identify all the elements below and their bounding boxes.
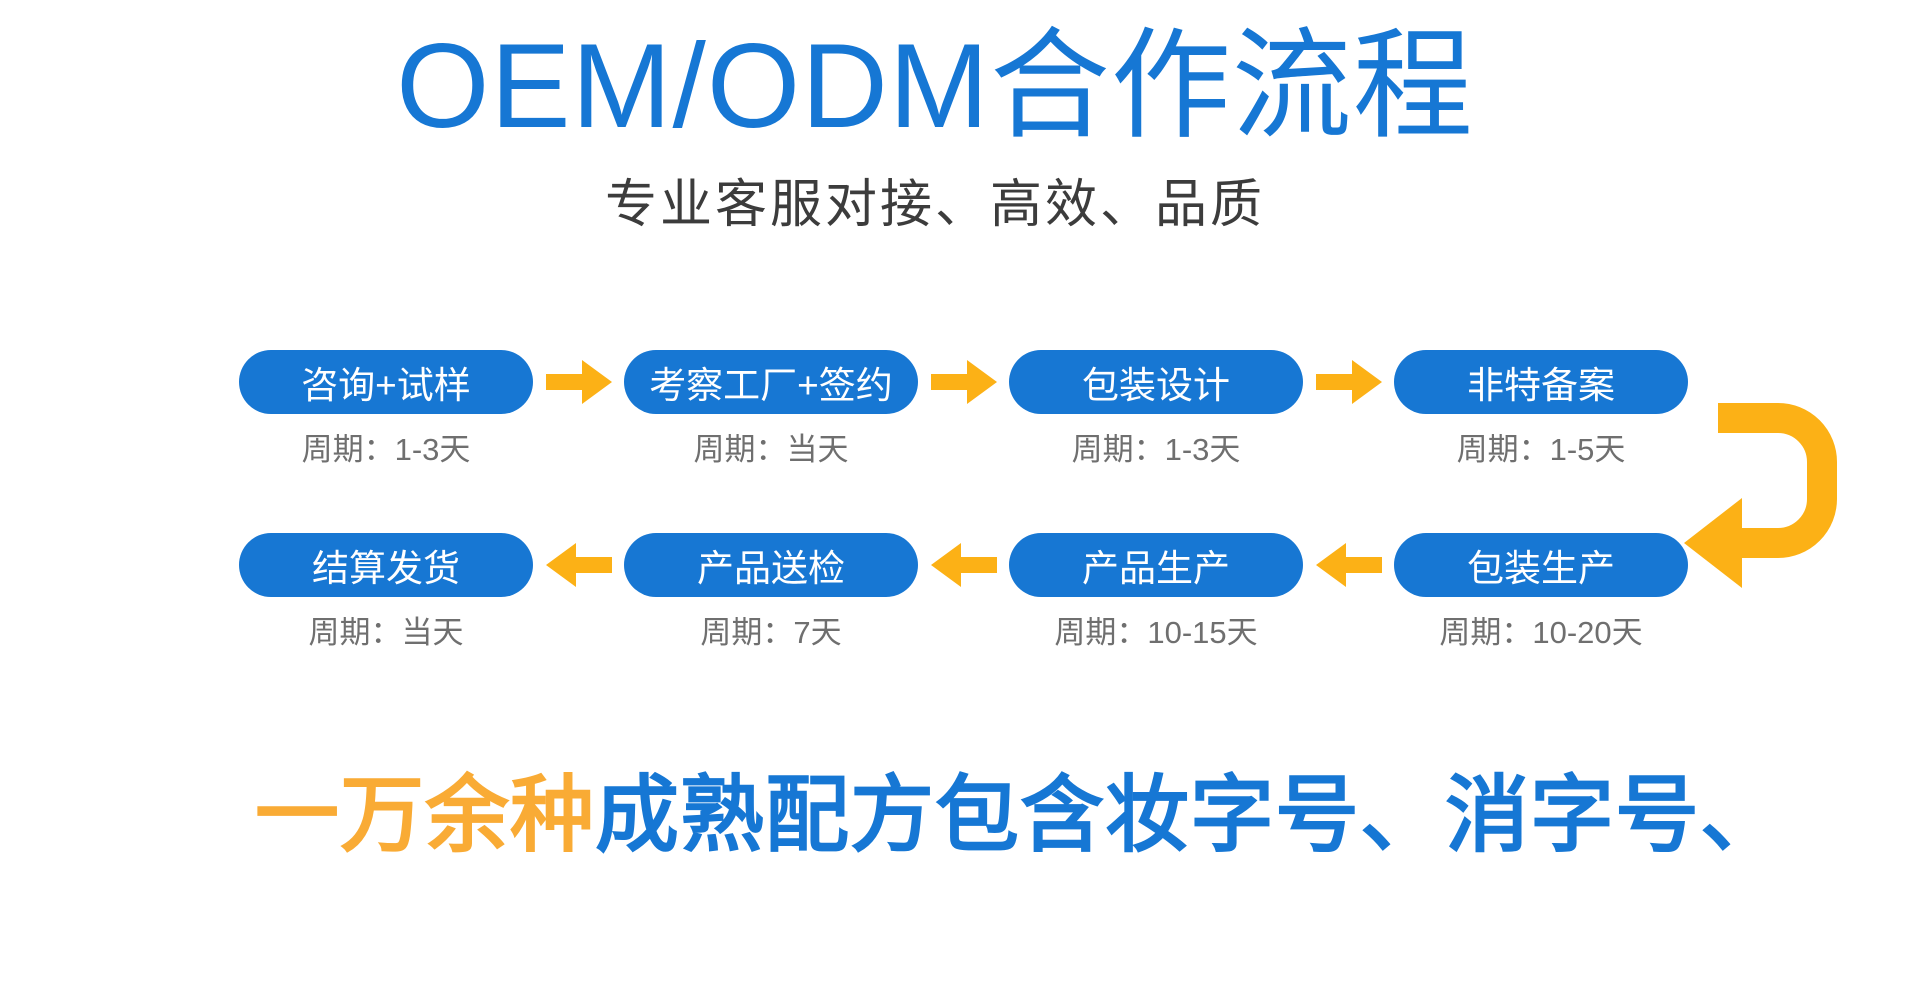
cycle-row-2: 周期：当天 周期：7天 周期：10-15天 周期：10-20天 — [239, 607, 1688, 652]
step-product-production: 产品生产 — [1009, 533, 1303, 597]
step-label: 非特备案 — [1467, 365, 1615, 406]
spacer — [1303, 424, 1394, 469]
tagline-rest: 成熟配方包含妆字号、消字号、 — [595, 768, 1786, 862]
step-label: 考察工厂+签约 — [649, 365, 893, 406]
spacer — [918, 424, 1009, 469]
step-label: 包装设计 — [1082, 365, 1230, 406]
page-subtitle: 专业客服对接、高效、品质 — [604, 176, 1265, 234]
flow-row-2: 结算发货 产品送检 产品生产 包装生产 — [239, 533, 1688, 597]
spacer — [918, 607, 1009, 652]
page-title: OEM/ODM合作流程 — [396, 19, 1474, 153]
arrow-left-icon — [533, 533, 624, 597]
cycle-label: 周期：当天 — [693, 432, 849, 467]
step-label: 咨询+试样 — [301, 365, 471, 406]
arrow-left-icon — [918, 533, 1009, 597]
cycle-label: 周期：1-3天 — [301, 432, 471, 467]
spacer — [533, 424, 624, 469]
step-factory-visit-sign: 考察工厂+签约 — [624, 350, 918, 414]
cycle-label: 周期：1-3天 — [1071, 432, 1241, 467]
step-label: 产品送检 — [697, 548, 845, 589]
tagline-highlight: 一万余种 — [255, 768, 596, 862]
cycle-label: 周期：当天 — [308, 615, 464, 650]
step-settle-ship: 结算发货 — [239, 533, 533, 597]
arrow-left-icon — [1303, 533, 1394, 597]
u-turn-arrow-icon — [1670, 395, 1870, 610]
arrow-right-icon — [1303, 350, 1394, 414]
flow-row-1: 咨询+试样 考察工厂+签约 包装设计 非特备案 — [239, 350, 1688, 414]
cycle-row-1: 周期：1-3天 周期：当天 周期：1-3天 周期：1-5天 — [239, 424, 1688, 469]
step-label: 包装生产 — [1467, 548, 1615, 589]
cycle-label: 周期：10-15天 — [1054, 615, 1258, 650]
step-consult-sample: 咨询+试样 — [239, 350, 533, 414]
step-non-special-filing: 非特备案 — [1394, 350, 1688, 414]
spacer — [1303, 607, 1394, 652]
tagline: 一万余种成熟配方包含妆字号、消字号、 — [255, 748, 1785, 869]
arrow-right-icon — [918, 350, 1009, 414]
spacer — [533, 607, 624, 652]
step-product-inspection: 产品送检 — [624, 533, 918, 597]
cycle-label: 周期：1-5天 — [1456, 432, 1626, 467]
cycle-label: 周期：7天 — [700, 615, 842, 650]
step-package-production: 包装生产 — [1394, 533, 1688, 597]
step-label: 结算发货 — [312, 548, 460, 589]
step-label: 产品生产 — [1082, 548, 1230, 589]
arrow-right-icon — [533, 350, 624, 414]
cycle-label: 周期：10-20天 — [1439, 615, 1643, 650]
step-package-design: 包装设计 — [1009, 350, 1303, 414]
